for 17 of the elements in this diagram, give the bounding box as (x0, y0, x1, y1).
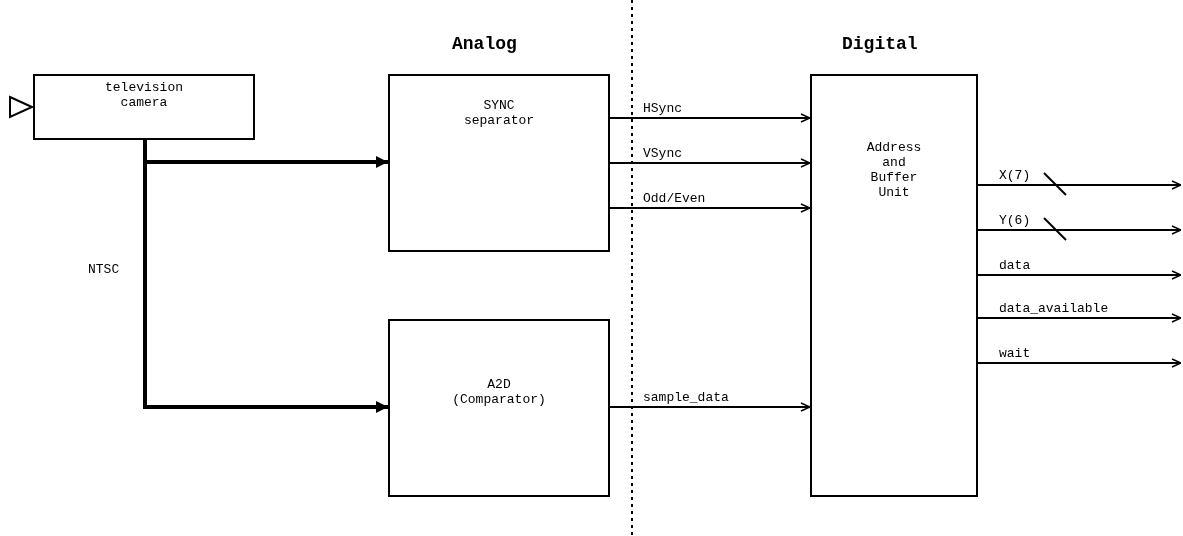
block-label: SYNC separator (462, 98, 536, 128)
signal-label: NTSC (88, 262, 120, 277)
edge-label: sample_data (642, 391, 730, 405)
edge-label: data_available (998, 302, 1110, 316)
block-box (33, 74, 255, 140)
block-box (388, 319, 610, 497)
edge-label: VSync (642, 147, 683, 161)
edge-label: Y(6) (998, 214, 1032, 228)
edge-label: X(7) (998, 169, 1032, 183)
block-label: A2D (Comparator) (452, 377, 546, 407)
block-label: Address and Buffer Unit (865, 140, 923, 200)
block-box (388, 74, 610, 252)
edge-label: HSync (642, 102, 683, 116)
block-box (810, 74, 978, 497)
section-heading: Analog (452, 34, 517, 54)
section-heading: Digital (842, 34, 918, 54)
block-label: television camera (104, 80, 184, 110)
